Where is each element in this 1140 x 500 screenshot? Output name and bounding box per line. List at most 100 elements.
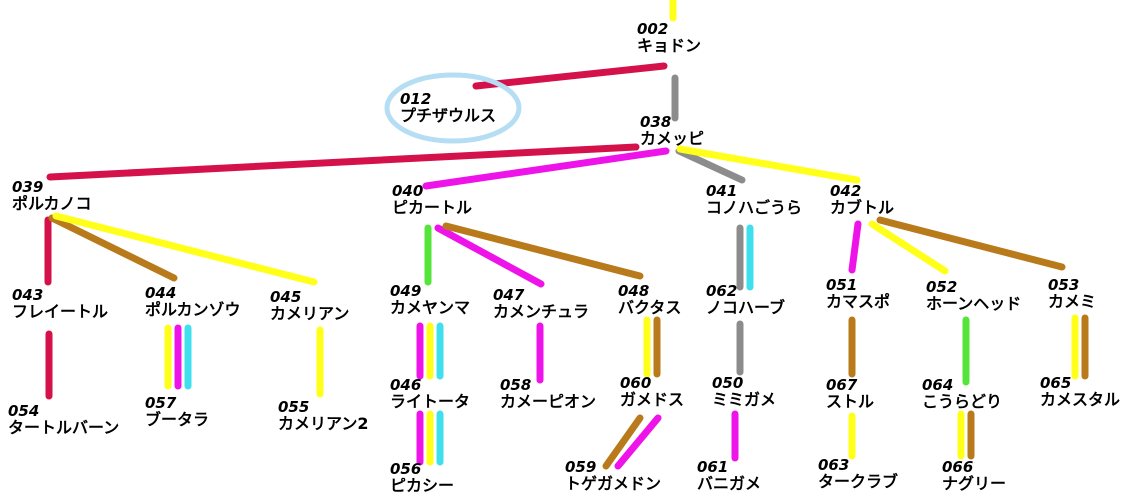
link-039-045-yellow (52, 212, 318, 286)
node-number: 065 (1040, 374, 1071, 392)
node-name: こうらどり (922, 392, 1002, 411)
node-name: カメーピオン (500, 392, 596, 411)
node-name: カブトル (830, 198, 894, 217)
node-name: カメヤンマ (390, 298, 470, 317)
node-name: カマスポ (826, 292, 890, 311)
node-name: バクタス (618, 298, 681, 317)
link-039-044-brown (48, 214, 178, 282)
node-number: 039 (12, 178, 43, 196)
node-name: ガメドス (620, 390, 684, 409)
node-name: ポルカンゾウ (145, 300, 241, 319)
node-name: ピカシー (390, 476, 454, 495)
node-number: 053 (1048, 276, 1079, 294)
node-number: 064 (922, 376, 953, 394)
node-number: 062 (706, 282, 737, 300)
node-number: 055 (278, 398, 309, 416)
link-002-012-red (472, 62, 668, 90)
link-042-051-magenta (848, 220, 862, 274)
node-number: 042 (830, 182, 861, 200)
node-number: 057 (145, 394, 177, 412)
node-name: ポルカノコ (12, 194, 92, 213)
links-layer (44, 0, 1089, 470)
link-040-047-magenta (434, 224, 545, 288)
node-number: 038 (640, 113, 671, 131)
node-name: カメリアン2 (278, 414, 369, 433)
node-name: プチザウルス (400, 106, 496, 125)
node-number: 054 (8, 402, 39, 420)
node-name: バニガメ (697, 474, 761, 493)
link-038-041-gray (675, 147, 746, 184)
link-038-042-yellow (676, 145, 861, 184)
node-name: キョドン (637, 36, 701, 55)
node-number: 060 (620, 374, 651, 392)
node-number: 059 (565, 458, 596, 476)
node-number: 051 (826, 276, 857, 294)
link-042-052-yellow (868, 220, 949, 275)
node-name: カメリアン (270, 304, 349, 323)
node-number: 063 (818, 456, 849, 474)
node-number: 043 (12, 286, 43, 304)
node-number: 046 (390, 376, 421, 394)
node-number: 044 (145, 284, 176, 302)
node-name: ピカートル (392, 198, 472, 217)
link-060-059-brown (602, 414, 644, 470)
node-number: 041 (706, 182, 737, 200)
node-number: 052 (926, 278, 957, 296)
node-number: 067 (826, 376, 858, 394)
link-060-059-magenta (614, 414, 662, 470)
node-number: 047 (493, 286, 525, 304)
node-name: ブータラ (145, 410, 209, 429)
node-name: カメンチュラ (493, 302, 589, 321)
link-040-048-brown (442, 222, 644, 280)
highlight-layer (384, 72, 522, 144)
node-number: 045 (270, 288, 301, 306)
highlight-circle-012 (384, 72, 522, 144)
node-number: 058 (500, 376, 531, 394)
node-name: タートルバーン (8, 418, 119, 437)
link-038-039-red (46, 143, 640, 181)
node-name: タークラブ (818, 472, 898, 491)
link-042-053-brown (876, 216, 1066, 271)
node-number: 012 (400, 90, 431, 108)
node-name: ホーンヘッド (926, 294, 1021, 313)
node-name: ライトータ (390, 392, 470, 411)
node-number: 066 (942, 458, 973, 476)
node-name: フレイートル (12, 302, 108, 321)
node-number: 048 (618, 282, 649, 300)
node-name: カメッピ (640, 129, 704, 148)
node-number: 040 (392, 182, 423, 200)
node-name: カメミ (1048, 292, 1096, 311)
node-number: 056 (390, 460, 421, 478)
node-name: トゲガメドン (565, 474, 661, 493)
node-name: コノハごうら (706, 198, 802, 217)
node-name: ノコハーブ (706, 298, 785, 317)
